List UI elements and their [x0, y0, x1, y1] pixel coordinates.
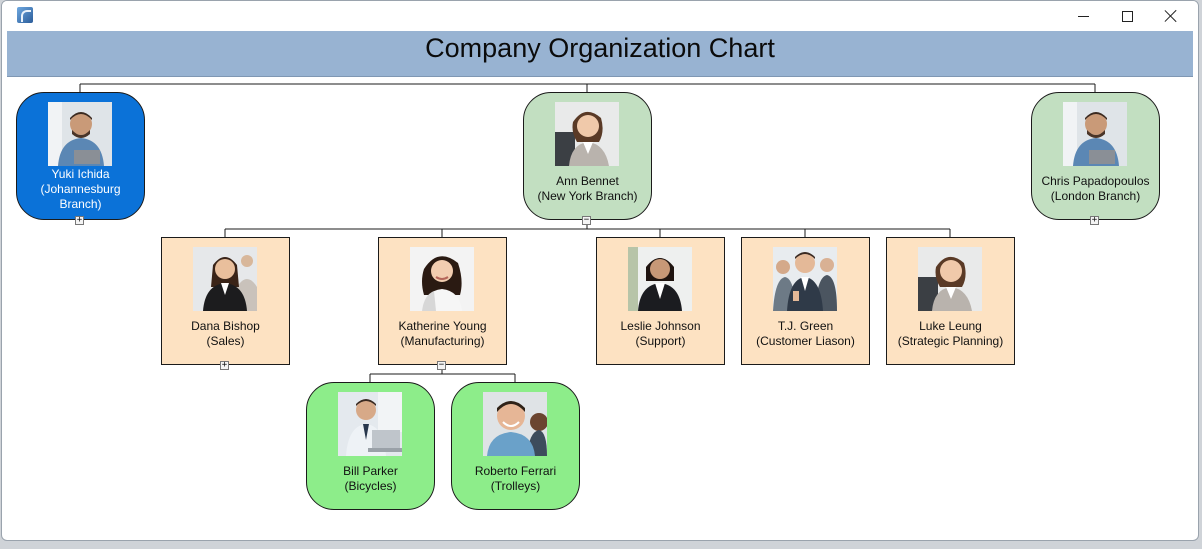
node-name: Katherine Young [398, 319, 487, 333]
node-name: T.J. Green [777, 319, 834, 333]
org-node-chris-papadopoulos[interactable]: Chris Papadopoulos (London Branch) [1031, 92, 1160, 220]
org-node-yuki-ichida[interactable]: Yuki Ichida (Johannesburg Branch) [16, 92, 145, 220]
node-subtitle: (Support) [635, 334, 686, 348]
avatar [773, 247, 837, 311]
expand-toggle[interactable]: + [75, 215, 84, 225]
minimize-button[interactable] [1060, 1, 1106, 32]
avatar [1063, 102, 1127, 166]
org-node-tj-green[interactable]: T.J. Green (Customer Liason) [741, 237, 870, 365]
close-icon [1164, 9, 1178, 23]
app-logo-icon [17, 7, 33, 23]
node-subtitle: Branch) [59, 197, 102, 211]
avatar [918, 247, 982, 311]
node-subtitle: (Strategic Planning) [897, 334, 1004, 348]
title-bar[interactable] [2, 1, 1198, 32]
node-name: Yuki Ichida [51, 167, 110, 181]
maximize-icon [1122, 11, 1133, 22]
node-subtitle: (New York Branch) [537, 189, 638, 203]
node-subtitle: (Manufacturing) [400, 334, 485, 348]
node-subtitle: (London Branch) [1050, 189, 1141, 203]
avatar [338, 392, 402, 456]
node-name: Bill Parker [343, 464, 398, 478]
node-subtitle: (Trolleys) [490, 479, 541, 493]
avatar [48, 102, 112, 166]
org-node-luke-leung[interactable]: Luke Leung (Strategic Planning) [886, 237, 1015, 365]
expand-toggle[interactable]: + [220, 360, 229, 370]
org-node-katherine-young[interactable]: Katherine Young (Manufacturing) [378, 237, 507, 365]
node-subtitle: (Bicycles) [344, 479, 397, 493]
avatar [193, 247, 257, 311]
org-node-ann-bennet[interactable]: Ann Bennet (New York Branch) [523, 92, 652, 220]
org-node-dana-bishop[interactable]: Dana Bishop (Sales) [161, 237, 290, 365]
expand-toggle[interactable]: + [1090, 215, 1099, 225]
collapse-toggle[interactable]: − [437, 360, 446, 370]
org-node-roberto-ferrari[interactable]: Roberto Ferrari (Trolleys) [451, 382, 580, 510]
avatar [410, 247, 474, 311]
node-name: Ann Bennet [556, 174, 619, 188]
org-node-bill-parker[interactable]: Bill Parker (Bicycles) [306, 382, 435, 510]
collapse-toggle[interactable]: − [582, 215, 591, 225]
chart-header: Company Organization Chart [7, 31, 1193, 77]
node-subtitle: (Sales) [206, 334, 245, 348]
node-subtitle: (Johannesburg [40, 182, 121, 196]
avatar [555, 102, 619, 166]
maximize-button[interactable] [1104, 1, 1150, 32]
node-name: Leslie Johnson [620, 319, 701, 333]
node-name: Luke Leung [919, 319, 982, 333]
page-title: Company Organization Chart [425, 33, 775, 63]
node-subtitle: (Customer Liason) [756, 334, 855, 348]
node-name: Chris Papadopoulos [1041, 174, 1150, 188]
node-name: Dana Bishop [191, 319, 260, 333]
org-node-leslie-johnson[interactable]: Leslie Johnson (Support) [596, 237, 725, 365]
close-button[interactable] [1148, 1, 1194, 32]
node-name: Roberto Ferrari [474, 464, 557, 478]
avatar [628, 247, 692, 311]
minimize-icon [1078, 16, 1089, 17]
avatar [483, 392, 547, 456]
